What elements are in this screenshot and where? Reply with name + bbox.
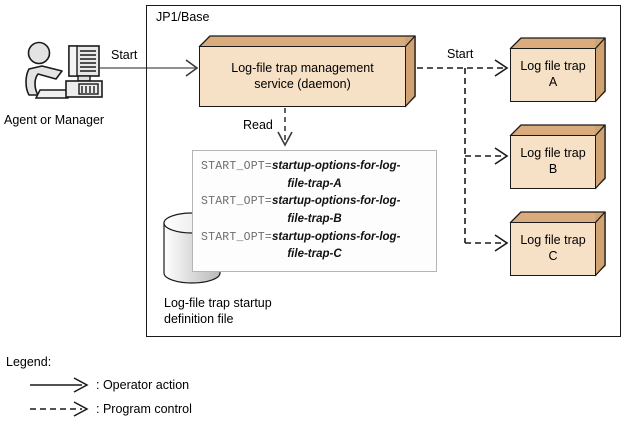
box-top-face [510,212,606,223]
legend-label-program-control: : Program control [96,402,192,416]
legend-item-program-control: : Program control [30,401,192,417]
definition-line-1: START_OPT=startup-options-for-log- file-… [201,158,428,192]
definition-file-caption-line2: definition file [164,311,234,326]
log-file-trap-b-box: Log file trap B [509,124,606,190]
box-outline [509,37,606,103]
legend-item-operator-action: : Operator action [30,377,189,393]
jp1-base-title: JP1/Base [156,10,210,24]
definition-value-2a: startup-options-for-log- [272,195,401,208]
solid-arrow-icon [30,377,89,393]
definition-line-2: START_OPT=startup-options-for-log- file-… [201,193,428,227]
box-top-face [510,125,606,136]
box-front-face: Log-file trap management service (daemon… [199,46,406,107]
label-start-operator: Start [111,48,138,62]
label-read: Read [243,118,273,132]
definition-value-1a: startup-options-for-log- [272,160,401,172]
definition-value-1b: file-trap-A [287,177,342,190]
trap-a-label-line1: Log file trap [520,59,586,74]
box-outline [509,211,606,277]
definition-value-3a: startup-options-for-log- [272,230,401,243]
box-front-face: Log file trap C [510,222,596,276]
legend-title: Legend: [6,355,52,369]
log-file-trap-management-service-box: Log-file trap management service (daemon… [198,35,416,108]
box-outline [198,35,416,108]
label-start-traps: Start [447,47,474,61]
dashed-arrow-icon [30,401,89,417]
trap-a-label-line2: A [548,75,558,89]
definition-key-3: START_OPT= [201,230,273,244]
definition-key-1: START_OPT= [201,160,273,173]
definition-file-caption-line1: Log-file trap startup [164,296,272,310]
box-side-face [595,125,606,189]
legend-label-operator-action: : Operator action [96,378,190,392]
actor-caption: Agent or Manager [4,113,105,127]
box-top-face [510,38,606,49]
definition-file-caption: Log-file trap startup definition file [164,296,334,327]
trap-c-label-line2: C [548,249,558,263]
definition-file-panel: START_OPT=startup-options-for-log- file-… [192,150,437,272]
person-at-computer-icon [16,38,106,110]
log-file-trap-a-box: Log file trap A [509,37,606,103]
box-outline [509,124,606,190]
definition-value-3b: file-trap-C [287,248,342,261]
daemon-label-line2: service (daemon) [254,76,351,91]
definition-key-2: START_OPT= [201,195,273,209]
box-top-face [199,36,416,47]
trap-b-label-line2: B [548,162,558,176]
definition-line-3: START_OPT=startup-options-for-log- file-… [201,229,428,263]
box-front-face: Log file trap B [510,135,596,189]
box-side-face [595,212,606,276]
definition-value-2b: file-trap-B [287,213,342,226]
box-side-face [405,36,416,107]
log-file-trap-c-box: Log file trap C [509,211,606,277]
jp1-base-container [146,5,621,337]
daemon-label-line1: Log-file trap management [231,60,374,75]
trap-b-label-line1: Log file trap [520,146,586,161]
box-front-face: Log file trap A [510,48,596,102]
box-side-face [595,38,606,102]
trap-c-label-line1: Log file trap [520,233,586,248]
